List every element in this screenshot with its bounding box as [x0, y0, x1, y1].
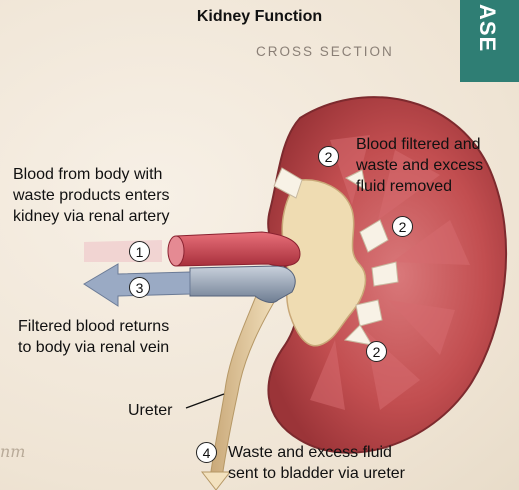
label-filtered: Blood filtered and waste and excess flui… [356, 134, 483, 197]
label-filtered-return-line1: Filtered blood returns [18, 316, 169, 337]
renal-vein [190, 266, 295, 303]
label-ureter: Ureter [128, 400, 172, 421]
label-waste-out: Waste and excess fluid sent to bladder v… [228, 442, 405, 484]
label-blood-in-line3: kidney via renal artery [13, 206, 170, 227]
step-4-marker: 4 [196, 442, 217, 463]
label-filtered-line3: fluid removed [356, 176, 483, 197]
banner-text: ASE [474, 4, 500, 52]
label-waste-out-line2: sent to bladder via ureter [228, 463, 405, 484]
diagram-subtitle: CROSS SECTION [256, 44, 394, 59]
step-1-marker: 1 [129, 241, 150, 262]
side-banner: ASE [460, 0, 519, 82]
ureter-arrow [202, 472, 230, 490]
label-waste-out-line1: Waste and excess fluid [228, 442, 405, 463]
label-blood-in-line1: Blood from body with [13, 164, 170, 185]
ureter-leader [186, 394, 224, 408]
step-2-marker-top: 2 [318, 146, 339, 167]
label-blood-in: Blood from body with waste products ente… [13, 164, 170, 227]
label-filtered-line2: waste and excess [356, 155, 483, 176]
step-2-marker-bottom: 2 [366, 341, 387, 362]
step-3-marker: 3 [129, 277, 150, 298]
artery-arrow [84, 240, 162, 262]
label-blood-in-line2: waste products enters [13, 185, 170, 206]
step-2-marker-right: 2 [392, 216, 413, 237]
label-filtered-return: Filtered blood returns to body via renal… [18, 316, 169, 358]
label-filtered-line1: Blood filtered and [356, 134, 483, 155]
renal-artery [176, 232, 300, 266]
diagram-title: Kidney Function [0, 8, 519, 26]
label-filtered-return-line2: to body via renal vein [18, 337, 169, 358]
artist-signature: nm [0, 442, 25, 461]
